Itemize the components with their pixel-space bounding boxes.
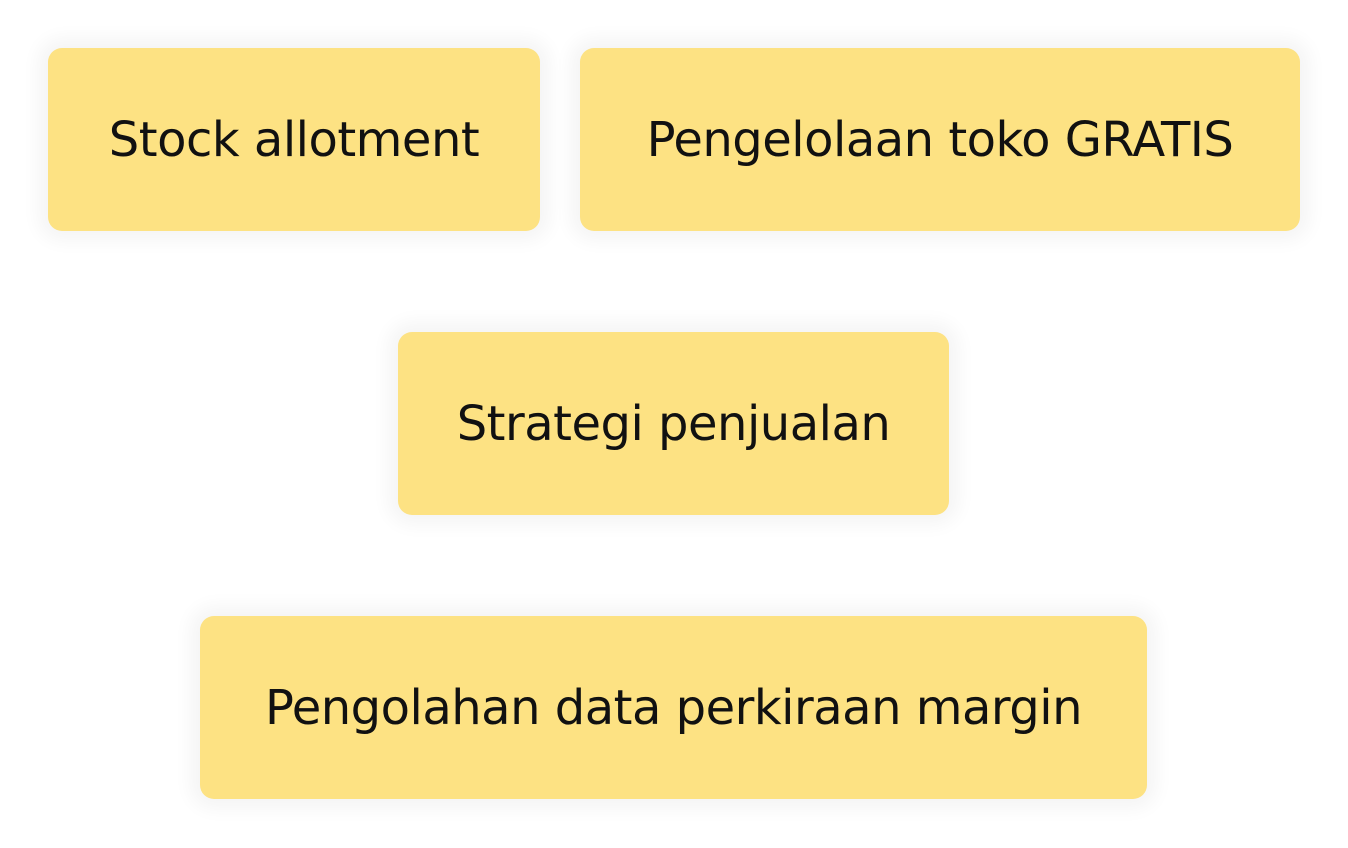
feature-card-margin-estimation: Pengolahan data perkiraan margin bbox=[200, 616, 1147, 799]
feature-card-stock-allotment: Stock allotment bbox=[48, 48, 540, 231]
feature-card-label: Pengelolaan toko GRATIS bbox=[646, 111, 1234, 168]
feature-card-free-store-management: Pengelolaan toko GRATIS bbox=[580, 48, 1300, 231]
feature-card-label: Strategi penjualan bbox=[456, 395, 891, 452]
feature-card-label: Stock allotment bbox=[108, 111, 480, 168]
feature-card-sales-strategy: Strategi penjualan bbox=[398, 332, 949, 515]
feature-card-label: Pengolahan data perkiraan margin bbox=[264, 679, 1083, 736]
